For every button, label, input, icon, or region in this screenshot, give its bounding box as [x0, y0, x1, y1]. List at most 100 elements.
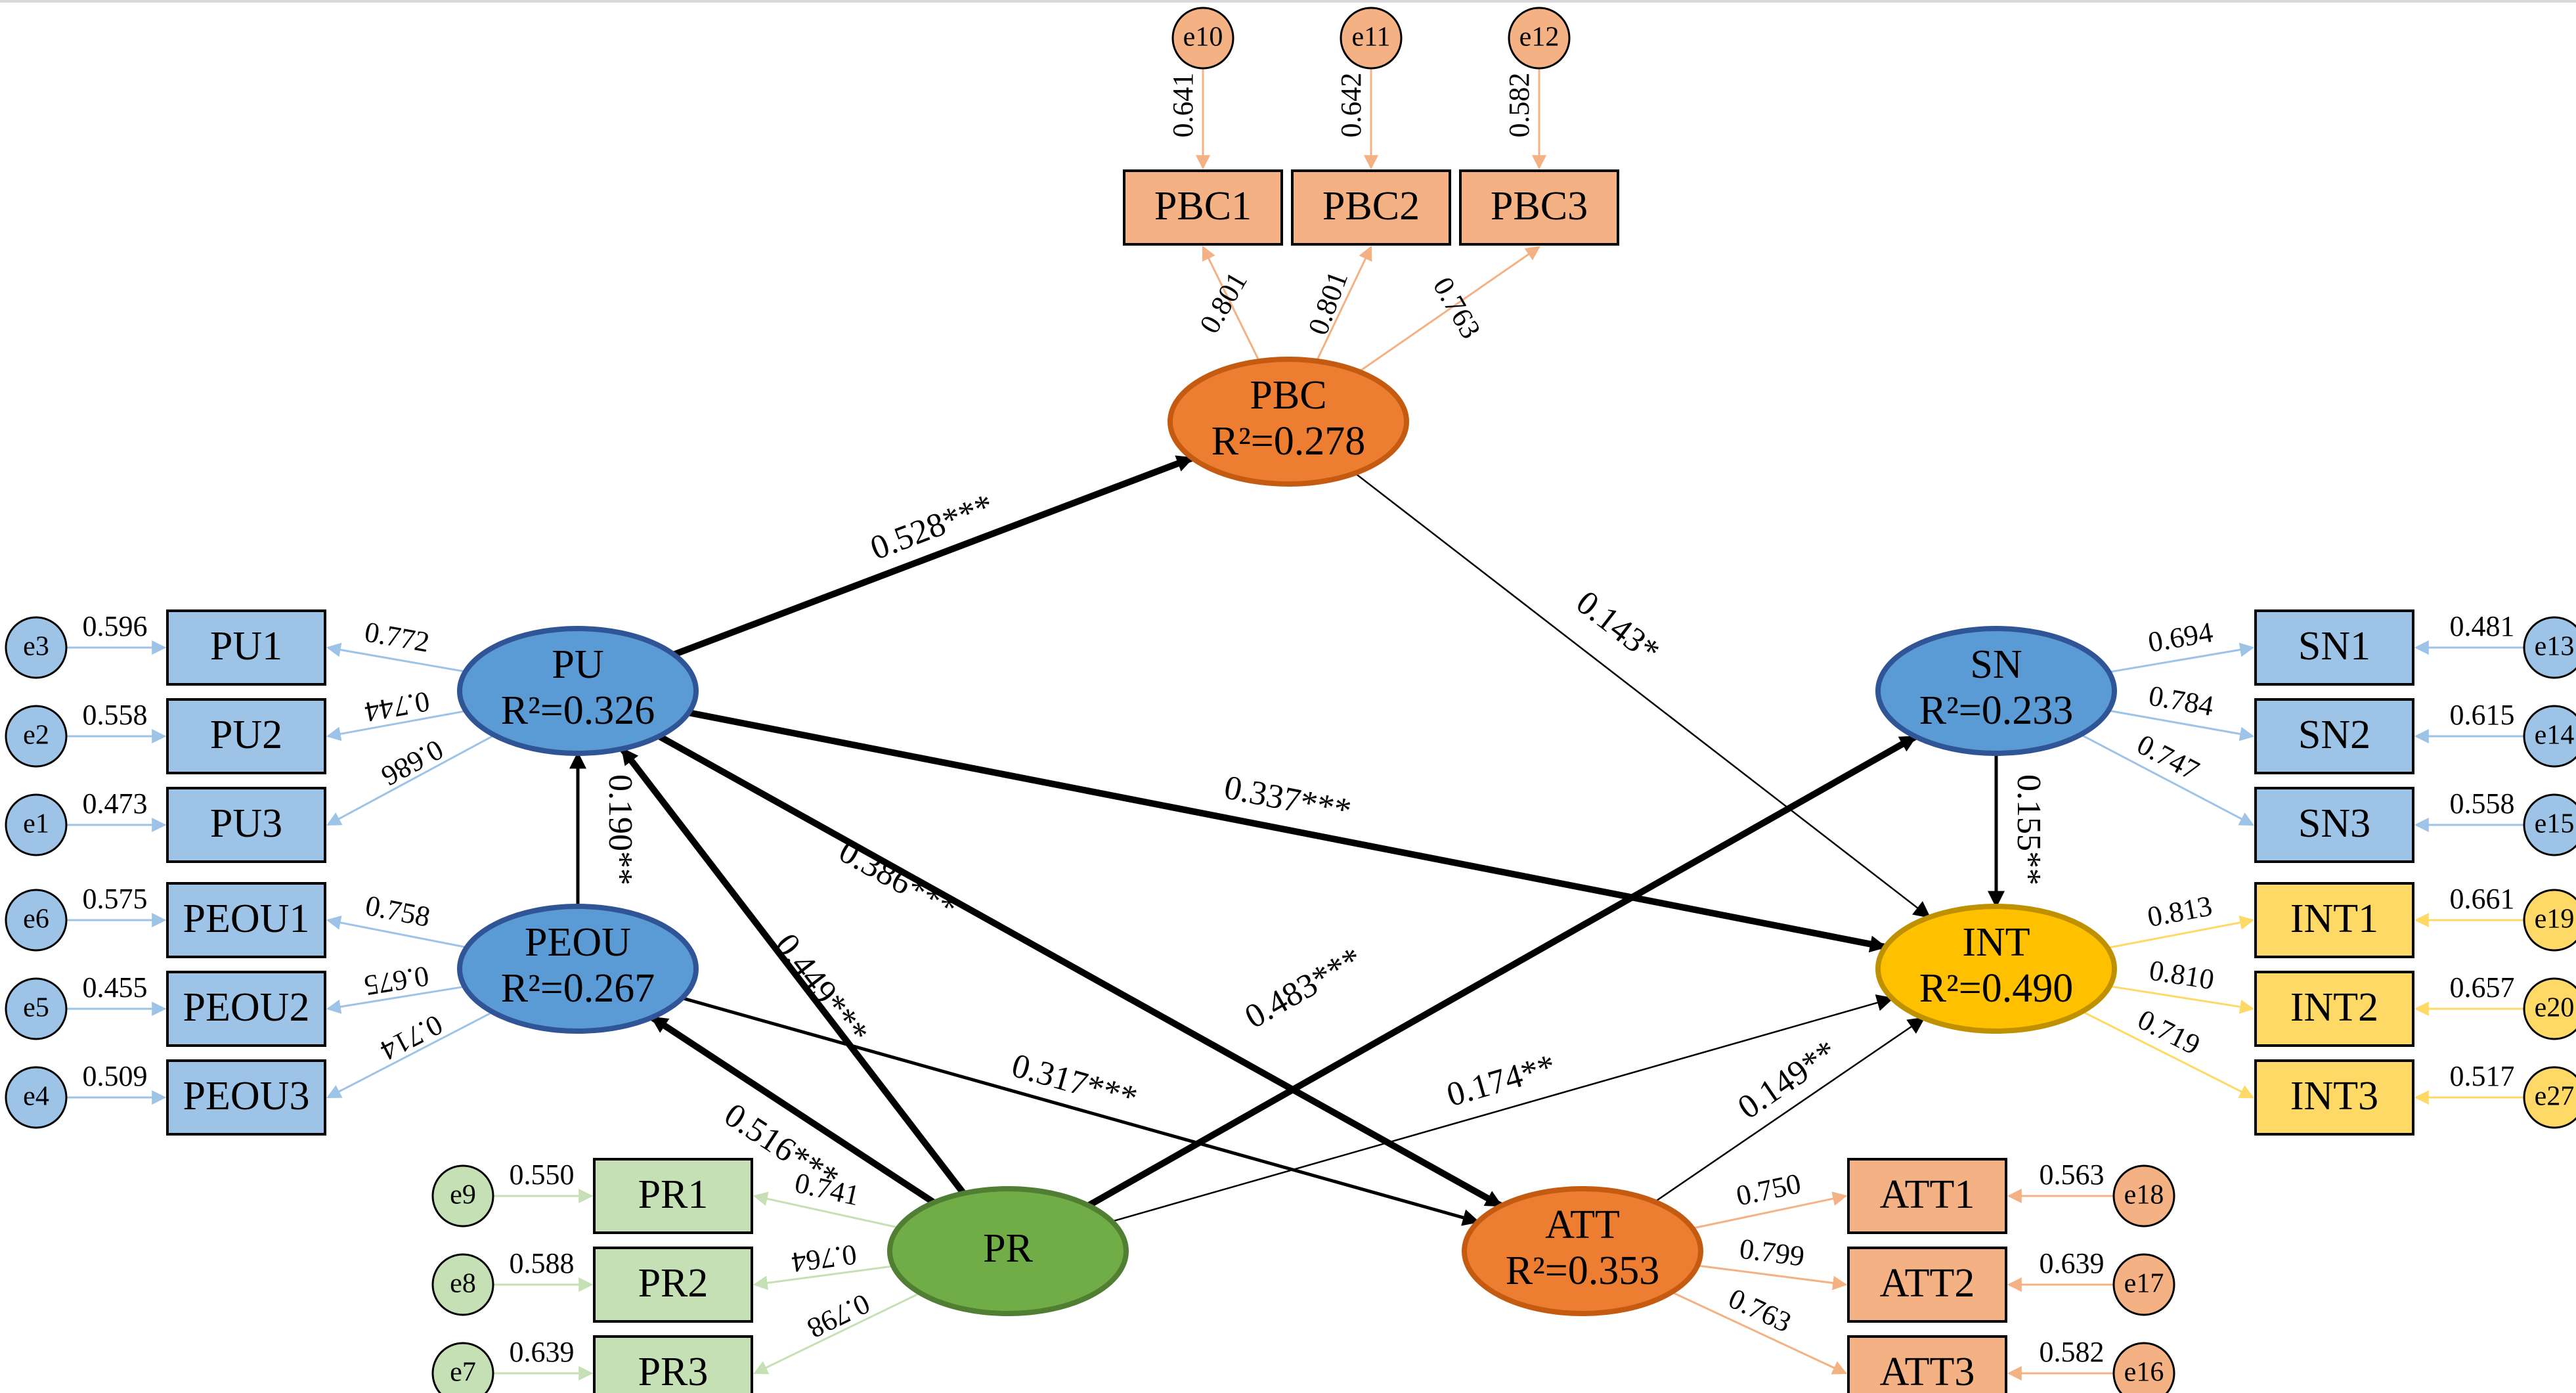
error-term-label: e19 — [2535, 904, 2575, 935]
loading-label: 0.801 — [1301, 267, 1354, 339]
error-variance-label: 0.639 — [510, 1336, 575, 1368]
path-arrow-pu-int — [688, 709, 1887, 953]
error-term-circle — [1340, 7, 1403, 70]
path-arrow-pr-sn — [1087, 734, 1917, 1208]
loading-label: 0.799 — [1737, 1233, 1806, 1273]
indicator-label: PBC3 — [1491, 184, 1588, 229]
indicator-label: SN2 — [2298, 713, 2370, 757]
loading-arrow — [326, 1011, 494, 1099]
error-variance-label: 0.641 — [1167, 73, 1199, 138]
error-term-circle — [5, 889, 68, 952]
loading-label: 0.763 — [1427, 272, 1487, 344]
indicator-label: PBC2 — [1322, 184, 1420, 229]
loading-label: 0.784 — [2147, 679, 2216, 722]
error-term-label: e9 — [450, 1180, 476, 1210]
error-term-circle — [2523, 977, 2576, 1040]
error-term-circle — [2523, 616, 2576, 679]
indicator-label: PU3 — [210, 801, 282, 846]
error-variance-label: 0.563 — [2040, 1159, 2105, 1191]
latent-pr — [887, 1186, 1129, 1316]
error-term-circle — [431, 1253, 494, 1316]
latent-label: PEOU — [525, 920, 631, 965]
error-term-circle — [2523, 705, 2576, 768]
indicator-box — [1847, 1158, 2007, 1234]
latent-label: ATT — [1545, 1203, 1620, 1247]
r-squared-label: R²=0.326 — [501, 688, 655, 733]
indicator-label: PU1 — [210, 624, 282, 669]
indicator-label: PU2 — [210, 713, 282, 757]
loading-arrow — [326, 916, 468, 948]
latent-label: PBC — [1250, 373, 1326, 418]
loading-arrow — [2108, 642, 2255, 673]
indicator-label: ATT2 — [1880, 1261, 1975, 1306]
loading-label: 0.801 — [1193, 267, 1254, 339]
error-term-circle — [2523, 1066, 2576, 1129]
path-coefficient-label: 0.449*** — [768, 927, 875, 1051]
indicator-label: PR2 — [638, 1261, 709, 1306]
loading-arrow — [1315, 246, 1372, 362]
indicator-box — [1459, 169, 1619, 246]
error-variance-label: 0.481 — [2450, 610, 2515, 642]
indicator-label: SN1 — [2298, 624, 2370, 669]
error-term-label: e13 — [2535, 632, 2575, 662]
loading-arrow — [753, 1292, 921, 1375]
path-coefficient-label: 0.190** — [601, 774, 639, 885]
indicator-box — [1847, 1335, 2007, 1393]
loading-arrow — [326, 710, 466, 741]
error-term-circle — [431, 1164, 494, 1227]
error-variance-label: 0.661 — [2450, 883, 2515, 915]
latent-pbc — [1168, 357, 1409, 487]
loading-label: 0.714 — [376, 1008, 448, 1067]
path-coefficient-label: 0.155** — [2010, 774, 2047, 885]
loading-arrow — [326, 642, 466, 673]
error-term-label: e18 — [2124, 1180, 2164, 1210]
error-term-label: e27 — [2535, 1082, 2575, 1112]
path-arrow-pr-int — [1111, 994, 1894, 1222]
error-variance-label: 0.558 — [83, 699, 148, 731]
error-variance-label: 0.509 — [83, 1060, 148, 1092]
error-term-label: e1 — [23, 809, 49, 839]
error-term-label: e10 — [1183, 22, 1223, 53]
indicator-label: PBC1 — [1154, 184, 1252, 229]
error-term-circle — [5, 977, 68, 1040]
indicator-label: PEOU3 — [183, 1074, 310, 1118]
loading-arrow — [2108, 709, 2255, 741]
error-term-label: e6 — [23, 904, 49, 935]
loading-arrow — [1692, 1191, 1848, 1229]
r-squared-label: R²=0.490 — [1919, 966, 2073, 1011]
indicator-label: INT3 — [2290, 1074, 2378, 1118]
error-term-label: e14 — [2535, 720, 2575, 751]
error-term-circle — [2112, 1164, 2175, 1227]
path-arrow-pbc-int — [1354, 472, 1931, 919]
error-term-label: e16 — [2124, 1358, 2164, 1388]
indicator-box — [2254, 609, 2414, 686]
error-term-circle — [2523, 793, 2576, 856]
error-variance-label: 0.455 — [83, 971, 148, 1004]
indicator-box — [2254, 698, 2414, 774]
indicator-box — [166, 698, 326, 774]
error-term-label: e7 — [450, 1358, 476, 1388]
error-variance-label: 0.596 — [83, 610, 148, 642]
error-term-label: e20 — [2535, 993, 2575, 1023]
indicator-box — [1291, 169, 1451, 246]
error-term-label: e2 — [23, 720, 49, 751]
indicator-label: INT2 — [2290, 985, 2378, 1030]
loading-label: 0.772 — [362, 615, 432, 658]
error-variance-label: 0.575 — [83, 883, 148, 915]
path-arrow-pu-pbc — [672, 454, 1194, 658]
loading-arrow — [753, 1191, 899, 1229]
error-term-circle — [5, 616, 68, 679]
path-arrow-peou-att — [682, 996, 1480, 1226]
loading-arrow — [2082, 1010, 2254, 1099]
indicator-label: ATT3 — [1880, 1350, 1975, 1393]
r-squared-label: R²=0.267 — [501, 966, 655, 1011]
path-arrow-pr-peou — [650, 1014, 936, 1206]
loading-label: 0.813 — [2145, 889, 2214, 933]
latent-int — [1875, 904, 2117, 1034]
indicator-label: ATT1 — [1880, 1172, 1975, 1217]
error-term-circle — [2523, 889, 2576, 952]
indicator-box — [166, 1059, 326, 1136]
latent-sn — [1875, 626, 2117, 756]
loading-label: 0.750 — [1734, 1167, 1804, 1212]
